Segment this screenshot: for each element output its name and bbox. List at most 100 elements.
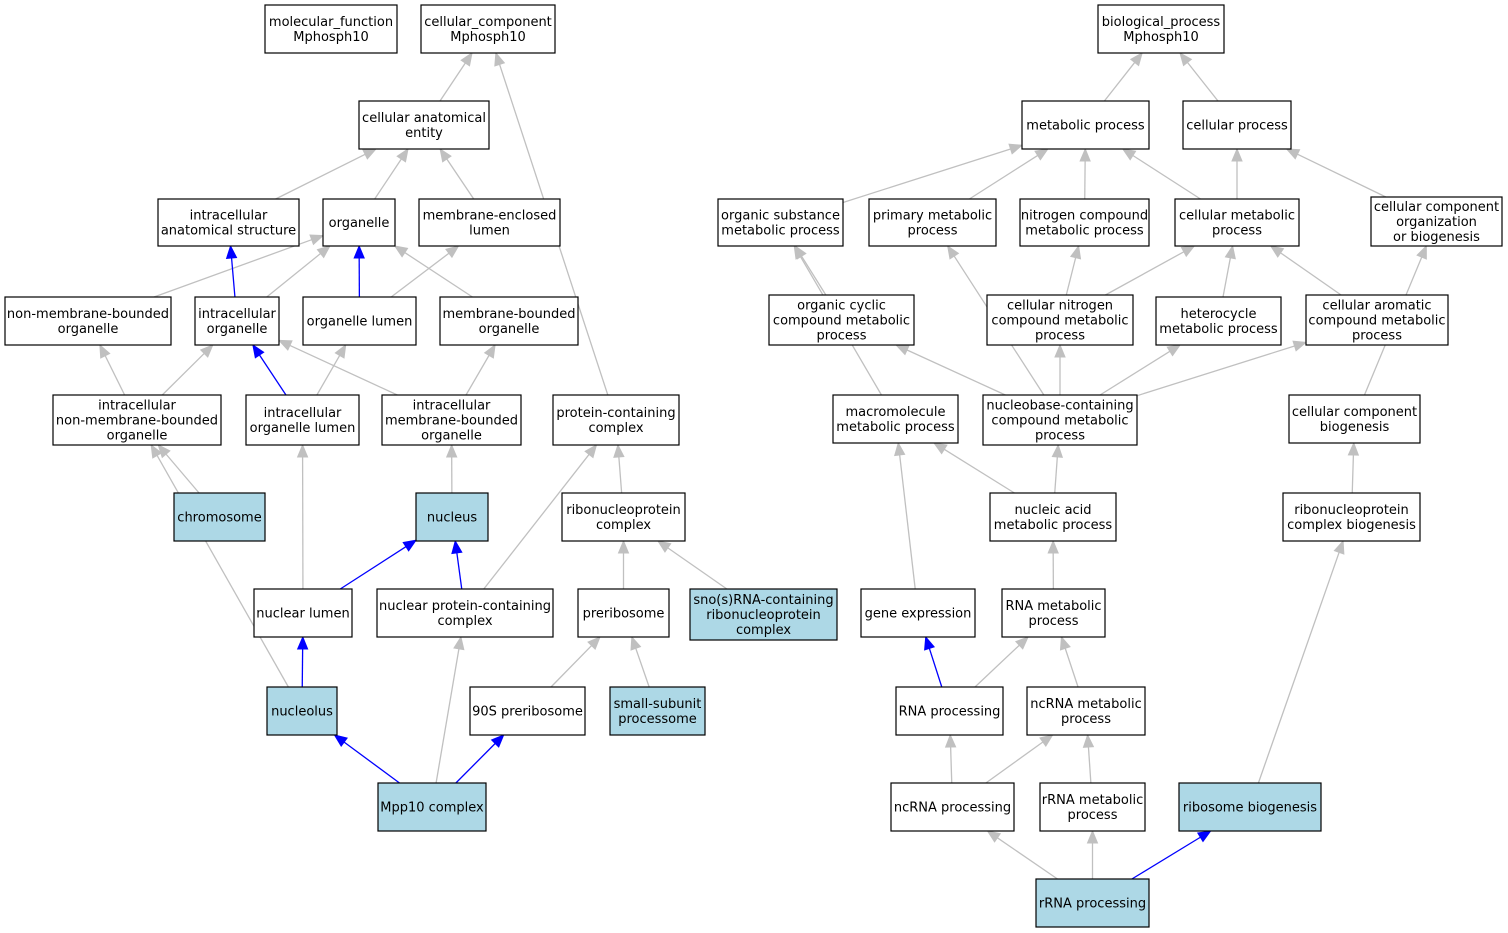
term-box: [577, 588, 670, 638]
term-box: [1035, 878, 1150, 928]
term-node-mp[interactable]: metabolic process: [1021, 100, 1150, 150]
term-label-line: RNA metabolic: [1005, 599, 1101, 614]
term-node-inmbo[interactable]: intracellularnon-membrane-boundedorganel…: [52, 394, 222, 446]
edge-iol-to-ol: [316, 343, 347, 396]
term-node-chr[interactable]: chromosome: [173, 492, 266, 542]
term-label-line: molecular_function: [269, 15, 393, 30]
term-label-line: entity: [405, 126, 443, 141]
edge-arrowhead: [630, 635, 642, 651]
edge-line: [928, 648, 943, 688]
term-node-p90[interactable]: 90S preribosome: [469, 686, 586, 736]
edge-line: [258, 354, 287, 396]
term-node-rrp[interactable]: rRNA processing: [1035, 878, 1150, 928]
edge-arrowhead: [924, 635, 936, 651]
term-box: [52, 394, 222, 446]
term-node-sno[interactable]: sno(s)RNA-containingribonucleoproteincom…: [689, 588, 838, 641]
edge-line: [316, 355, 341, 396]
term-label-line: or biogenesis: [1393, 230, 1480, 245]
edge-arrowhead: [1034, 148, 1049, 161]
term-node-org[interactable]: organelle: [322, 198, 396, 247]
edge-line: [1280, 252, 1342, 296]
edge-line: [390, 252, 450, 298]
edge-line: [1222, 257, 1232, 298]
edge-hmp-to-cmp: [1222, 244, 1236, 298]
term-node-ncrp[interactable]: ncRNA processing: [890, 782, 1015, 832]
edge-prib-to-rnp: [617, 539, 630, 589]
edge-line: [165, 453, 200, 494]
term-box: [157, 198, 300, 247]
edge-line: [1186, 62, 1219, 102]
edge-arrowhead: [1008, 143, 1024, 155]
edge-arrowhead: [402, 539, 418, 552]
edge-line: [483, 454, 590, 590]
edge-arrowhead: [353, 244, 365, 259]
term-box: [322, 198, 396, 247]
edge-ncmp-to-mp: [1079, 147, 1091, 200]
edge-arrowhead: [1333, 539, 1345, 555]
edge-arrowhead: [793, 244, 806, 260]
term-node-ol[interactable]: organelle lumen: [302, 296, 417, 346]
edge-mpp-to-p90: [455, 734, 505, 784]
term-label-line: nucleus: [427, 511, 477, 526]
edge-line: [1132, 154, 1201, 200]
term-box: [689, 588, 838, 641]
term-node-ge[interactable]: gene expression: [860, 588, 976, 638]
term-node-nl[interactable]: nuclear lumen: [253, 588, 353, 638]
term-node-cp[interactable]: cellular process: [1182, 100, 1292, 150]
term-node-rb[interactable]: ribosome biogenesis: [1178, 782, 1322, 832]
edge-arrowhead: [439, 147, 452, 163]
term-node-nuc[interactable]: nucleus: [415, 492, 489, 542]
term-label-line: ribonucleoprotein: [706, 608, 821, 623]
term-node-mpp[interactable]: Mpp10 complex: [377, 782, 487, 832]
edge-osmp-to-mp: [842, 143, 1024, 204]
term-node-rp[interactable]: RNA processing: [895, 686, 1004, 736]
edge-arrowhead: [1059, 635, 1071, 651]
term-box: [832, 394, 959, 444]
term-label-line: compound metabolic: [773, 314, 910, 329]
term-label-line: intracellular: [190, 209, 268, 224]
edge-line: [266, 253, 321, 298]
edge-arrowhead: [277, 339, 293, 351]
term-box: [173, 492, 266, 542]
term-node-nucl[interactable]: nucleolus: [266, 686, 338, 736]
edge-arrowhead: [587, 636, 601, 650]
edge-rnpcb-to-ccb: [1347, 441, 1360, 494]
term-node-prib[interactable]: preribosome: [577, 588, 670, 638]
edge-arrowhead: [445, 245, 460, 259]
edge-line: [275, 153, 366, 200]
edge-line: [1065, 257, 1077, 296]
term-box: [1288, 394, 1421, 444]
